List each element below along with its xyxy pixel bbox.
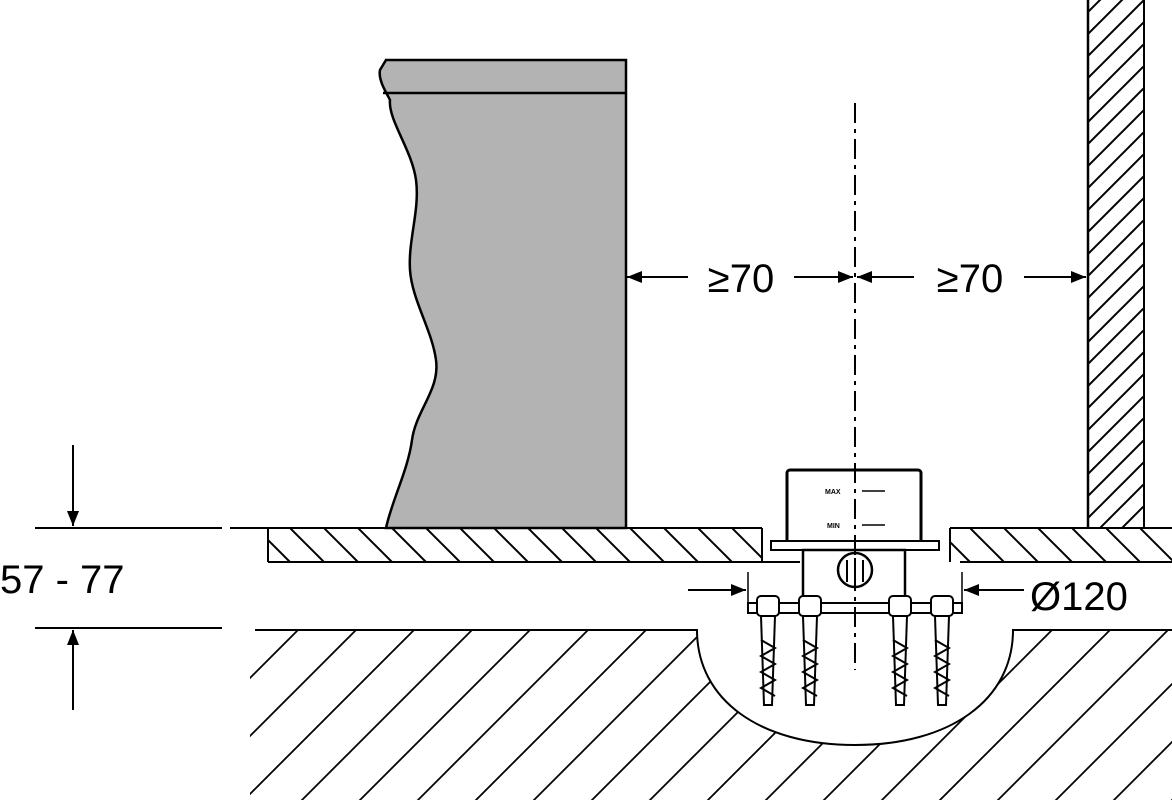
diameter-label: Ø120 bbox=[1030, 575, 1128, 619]
min-marking: MIN bbox=[827, 523, 840, 530]
clearance-right-label: ≥70 bbox=[937, 257, 1003, 301]
anchor-screw bbox=[888, 595, 912, 706]
bathtub-section bbox=[378, 58, 628, 530]
height-dimension: 57 - 77 bbox=[0, 445, 222, 710]
anchor-screw bbox=[756, 595, 780, 706]
floor-height-label: 57 - 77 bbox=[0, 558, 125, 602]
anchor-screws bbox=[756, 595, 954, 706]
clearance-dimension: ≥70 ≥70 bbox=[627, 257, 1086, 301]
max-marking: MAX bbox=[825, 489, 841, 496]
anchor-screw bbox=[798, 595, 822, 706]
concrete-slab bbox=[250, 629, 1172, 800]
diameter-dimension: Ø120 bbox=[688, 572, 1128, 619]
anchor-screw bbox=[930, 595, 954, 706]
right-wall bbox=[1086, 0, 1145, 528]
floor-tile-layer bbox=[230, 527, 1172, 563]
clearance-left-label: ≥70 bbox=[708, 257, 774, 301]
